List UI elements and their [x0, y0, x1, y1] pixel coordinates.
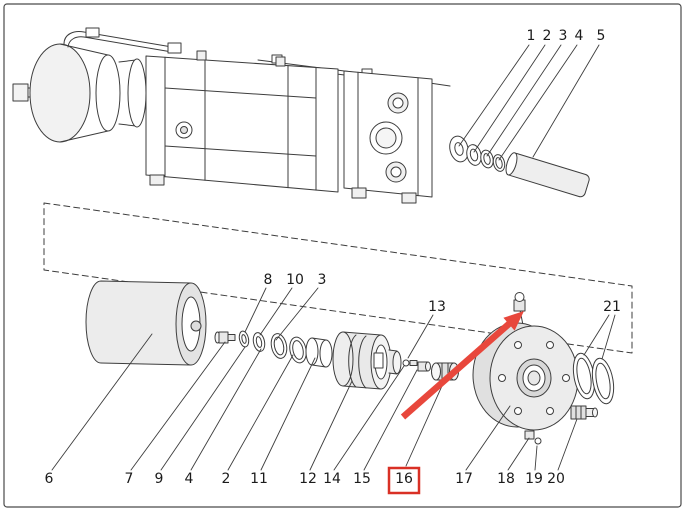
callout-9: 9	[155, 471, 164, 487]
left-fitting	[12, 83, 29, 102]
part-o-rings	[572, 352, 615, 405]
leader-lines	[51, 44, 616, 471]
callout-10: 10	[286, 272, 304, 288]
machine-assembly	[12, 27, 451, 204]
callout-17: 17	[455, 471, 473, 487]
part-pin	[505, 152, 590, 198]
bolt-holes	[498, 341, 570, 415]
highlight-arrow-head	[503, 311, 524, 331]
bell-cap	[29, 43, 91, 143]
callout-16-highlighted[interactable]: 16	[395, 471, 413, 487]
part-washers	[449, 135, 506, 172]
main-body	[145, 55, 339, 193]
callout-6: 6	[45, 471, 54, 487]
callout-20: 20	[547, 471, 565, 487]
callout-5: 5	[597, 28, 606, 44]
part-canister	[85, 280, 207, 366]
callout-8: 8	[264, 272, 273, 288]
callout-4b: 4	[185, 471, 194, 487]
part-end-cap	[472, 292, 579, 431]
section-plane-dashed-outline	[43, 202, 633, 354]
part-small-screws	[402, 359, 431, 372]
callout-13: 13	[428, 299, 446, 315]
callout-2b: 2	[222, 471, 231, 487]
top-pipe	[63, 31, 173, 48]
callout-2: 2	[543, 28, 552, 44]
highlight-box-16[interactable]	[387, 466, 421, 495]
callout-7: 7	[125, 471, 134, 487]
callout-1: 1	[527, 28, 536, 44]
callout-21: 21	[603, 299, 621, 315]
highlight-annotations	[387, 311, 524, 495]
callout-11: 11	[250, 471, 268, 487]
callout-15: 15	[353, 471, 371, 487]
callout-3b: 3	[318, 272, 327, 288]
callout-18: 18	[497, 471, 515, 487]
callout-12: 12	[299, 471, 317, 487]
callout-3: 3	[559, 28, 568, 44]
part-small-fasteners	[214, 330, 307, 364]
part-bottom-bolts	[524, 430, 542, 445]
callout-19: 19	[525, 471, 543, 487]
callout-14: 14	[323, 471, 341, 487]
part-piston	[332, 331, 402, 390]
highlight-arrow	[400, 320, 513, 420]
part-side-fitting	[570, 405, 598, 420]
callouts: 1 2 3 4 5 8 10 3 13 21 6 7 9 4 2 11 12 1…	[45, 28, 621, 487]
callout-4: 4	[575, 28, 584, 44]
